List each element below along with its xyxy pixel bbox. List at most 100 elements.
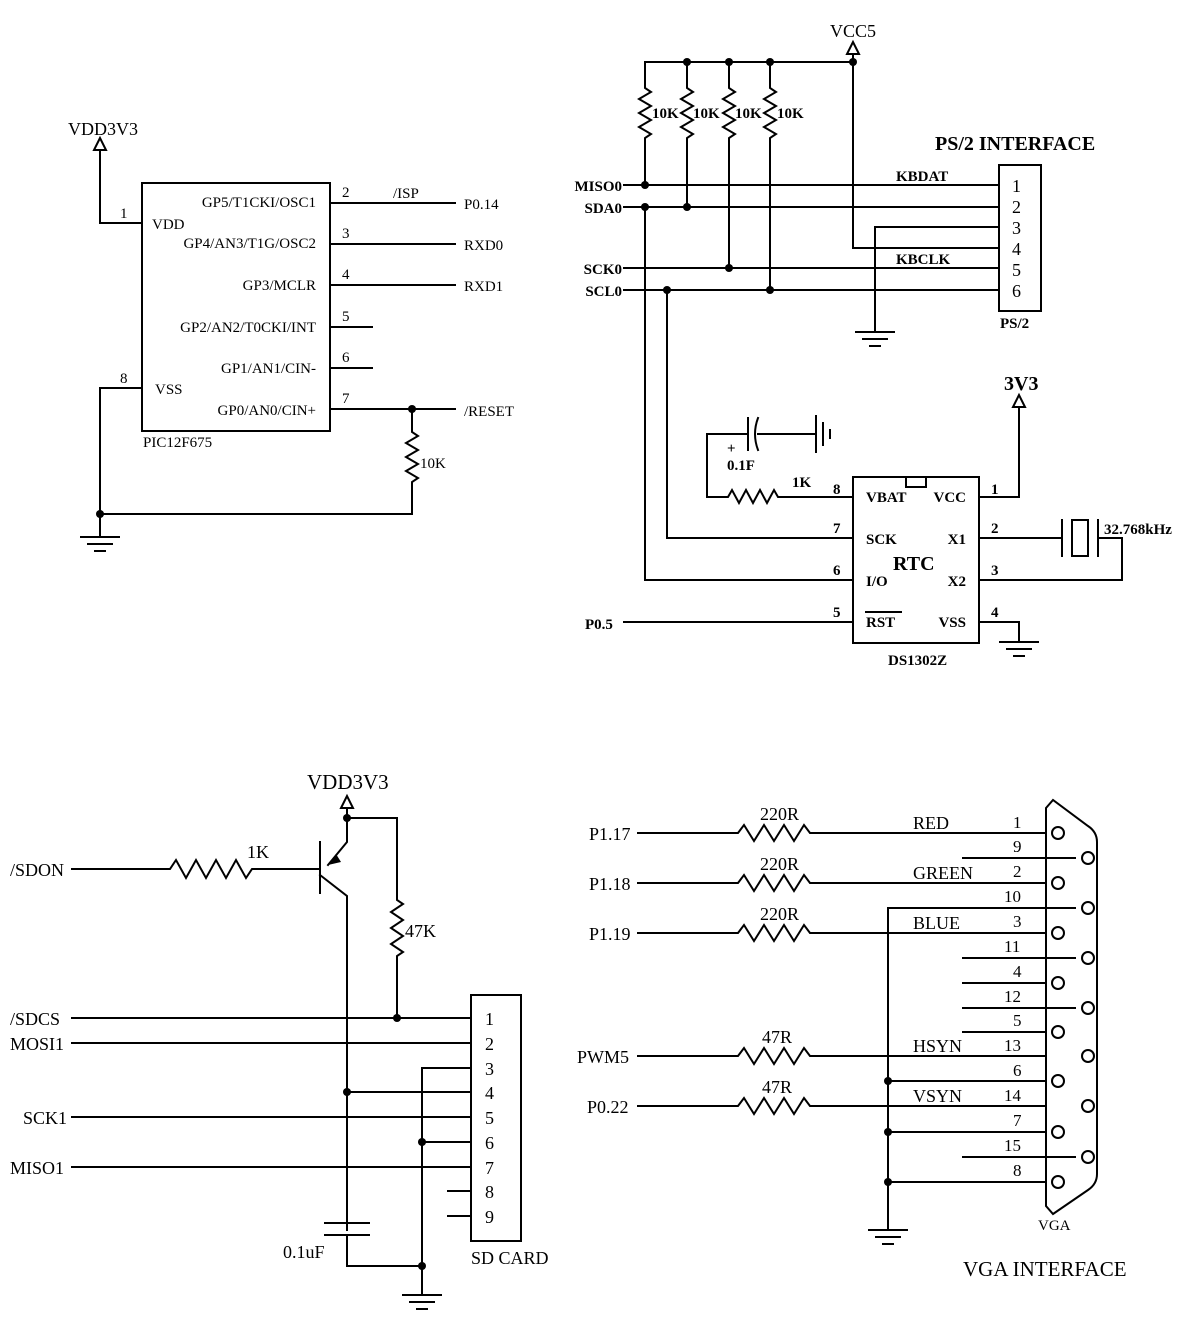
svg-text:8: 8 [485, 1182, 494, 1202]
vga-pin-holes [1051, 826, 1095, 1189]
svg-text:RXD0: RXD0 [464, 238, 503, 254]
sd-connector-name: SD CARD [471, 1248, 549, 1268]
svg-text:BLUE: BLUE [913, 913, 960, 933]
ps2-signal-sda0: SDA0 [584, 201, 622, 217]
svg-text:1: 1 [1013, 813, 1022, 832]
vga-input-p119: P1.19 220R BLUE [589, 904, 1046, 944]
rtc-chip-body [852, 476, 980, 644]
svg-text:1: 1 [991, 482, 999, 498]
svg-text:X1: X1 [948, 532, 966, 548]
pic-chip-body [141, 182, 331, 432]
pic-line-5: GP2/AN2/T0CKI/INT 5 [180, 309, 373, 336]
svg-text:GP5/T1CKI/OSC1: GP5/T1CKI/OSC1 [202, 195, 316, 211]
svg-text:6: 6 [342, 350, 350, 366]
svg-text:47R: 47R [762, 1027, 792, 1047]
svg-text:1: 1 [485, 1009, 494, 1029]
pic-line-7: GP0/AN0/CIN+ 7 /RESET [218, 391, 514, 420]
svg-text:5: 5 [1013, 1011, 1022, 1030]
svg-text:HSYN: HSYN [913, 1036, 962, 1056]
rtc-chip-notch [905, 476, 927, 488]
pic-vss-label: VSS [155, 382, 183, 398]
sd-signal-sck1: SCK1 [23, 1108, 67, 1128]
rtc-supply-label: 3V3 [1004, 373, 1038, 395]
vga-input-pwm5: PWM5 47R HSYN [577, 1027, 1046, 1067]
vga-input-p022: P0.22 47R VSYN [587, 1077, 1046, 1117]
rtc-resistor-label: 1K [792, 475, 812, 491]
svg-text:P1.19: P1.19 [589, 924, 631, 944]
sd-signal-mosi1: MOSI1 [10, 1034, 64, 1054]
svg-text:7: 7 [342, 391, 350, 407]
svg-text:P0.22: P0.22 [587, 1097, 629, 1117]
svg-text:1: 1 [1012, 176, 1021, 196]
svg-text:RST: RST [866, 615, 895, 631]
svg-text:VSS: VSS [938, 615, 966, 631]
svg-text:11: 11 [1004, 937, 1020, 956]
sd-connector-body [470, 994, 522, 1242]
svg-text:14: 14 [1004, 1086, 1022, 1105]
svg-text:2: 2 [991, 521, 999, 537]
svg-text:8: 8 [833, 482, 841, 498]
svg-text:PWM5: PWM5 [577, 1047, 629, 1067]
svg-text:12: 12 [1004, 987, 1021, 1006]
svg-text:6: 6 [1012, 281, 1021, 301]
pic-line-2: GP5/T1CKI/OSC1 2 /ISP P0.14 [202, 185, 499, 213]
svg-text:2: 2 [342, 185, 350, 201]
ps2-signal-scl0: SCL0 [585, 284, 622, 300]
pic-supply-label: VDD3V3 [68, 119, 138, 139]
rtc-chip-name: DS1302Z [888, 653, 947, 669]
svg-text:10K: 10K [777, 106, 804, 122]
sd-signal-sdcs: /SDCS [10, 1009, 60, 1029]
svg-text:13: 13 [1004, 1036, 1021, 1055]
sd-cap-label: 0.1uF [283, 1242, 325, 1262]
svg-text:47R: 47R [762, 1077, 792, 1097]
ps2-resistor-4: 10K [762, 61, 804, 291]
svg-text:10K: 10K [652, 106, 679, 122]
svg-text:8: 8 [1013, 1161, 1022, 1180]
rtc-label: RTC [893, 553, 935, 575]
pic-section: VDD3V3 1 VDD VSS 8 PIC12F675 GP5/T1CKI/O… [68, 119, 514, 552]
svg-text:220R: 220R [760, 904, 799, 924]
transistor-arrow-icon [328, 854, 341, 865]
pic-line-3: GP4/AN3/T1G/OSC2 3 RXD0 [183, 226, 503, 254]
supply-arrow-icon [92, 135, 108, 151]
vga-section: P1.17 220R RED P1.18 220R GREEN P1.19 22… [577, 798, 1127, 1281]
svg-text:GP2/AN2/T0CKI/INT: GP2/AN2/T0CKI/INT [180, 320, 316, 336]
svg-text:GP1/AN1/CIN-: GP1/AN1/CIN- [221, 361, 316, 377]
svg-text:5: 5 [833, 605, 841, 621]
sd-r2-label: 47K [405, 921, 436, 941]
supply-arrow-icon [845, 39, 861, 55]
sd-sdon-label: /SDON [10, 860, 64, 880]
ps2-section: VCC5 10K 10K 10K 10K PS/2 INTERFACE PS/2… [574, 21, 1095, 581]
svg-text:VSYN: VSYN [913, 1086, 962, 1106]
svg-text:P1.17: P1.17 [589, 824, 631, 844]
ps2-resistor-3: 10K [721, 61, 762, 269]
svg-text:3: 3 [991, 563, 999, 579]
pic-vdd-label: VDD [152, 217, 185, 233]
ps2-kbclk-label: KBCLK [896, 252, 951, 268]
rtc-crystal-label: 32.768kHz [1104, 522, 1172, 538]
svg-text:4: 4 [485, 1083, 494, 1103]
svg-text:9: 9 [485, 1207, 494, 1227]
svg-text:GP3/MCLR: GP3/MCLR [243, 278, 316, 294]
svg-text:10K: 10K [735, 106, 762, 122]
svg-text:VCC: VCC [934, 490, 967, 506]
pic-line-4: GP3/MCLR 4 RXD1 [243, 267, 504, 295]
svg-text:VBAT: VBAT [866, 490, 907, 506]
svg-text:5: 5 [485, 1108, 494, 1128]
svg-text:/RESET: /RESET [464, 404, 514, 420]
sd-section: VDD3V3 /SDON 1K 47K SD CARD 1 2 3 4 5 6 … [10, 770, 549, 1310]
svg-text:P0.14: P0.14 [464, 197, 499, 213]
pic-chip-name: PIC12F675 [143, 435, 212, 451]
svg-text:10K: 10K [693, 106, 720, 122]
svg-text:4: 4 [342, 267, 350, 283]
svg-text:15: 15 [1004, 1136, 1021, 1155]
vga-connector-name: VGA [1038, 1218, 1071, 1234]
rtc-cap-label: 0.1F [727, 458, 755, 474]
supply-arrow-icon [1011, 392, 1027, 408]
svg-text:4: 4 [1012, 239, 1021, 259]
svg-text:2: 2 [485, 1034, 494, 1054]
pic-line-6: GP1/AN1/CIN- 6 [221, 350, 373, 377]
sd-r1-label: 1K [247, 842, 269, 862]
svg-text:SCK: SCK [866, 532, 897, 548]
ps2-title: PS/2 INTERFACE [935, 133, 1095, 155]
